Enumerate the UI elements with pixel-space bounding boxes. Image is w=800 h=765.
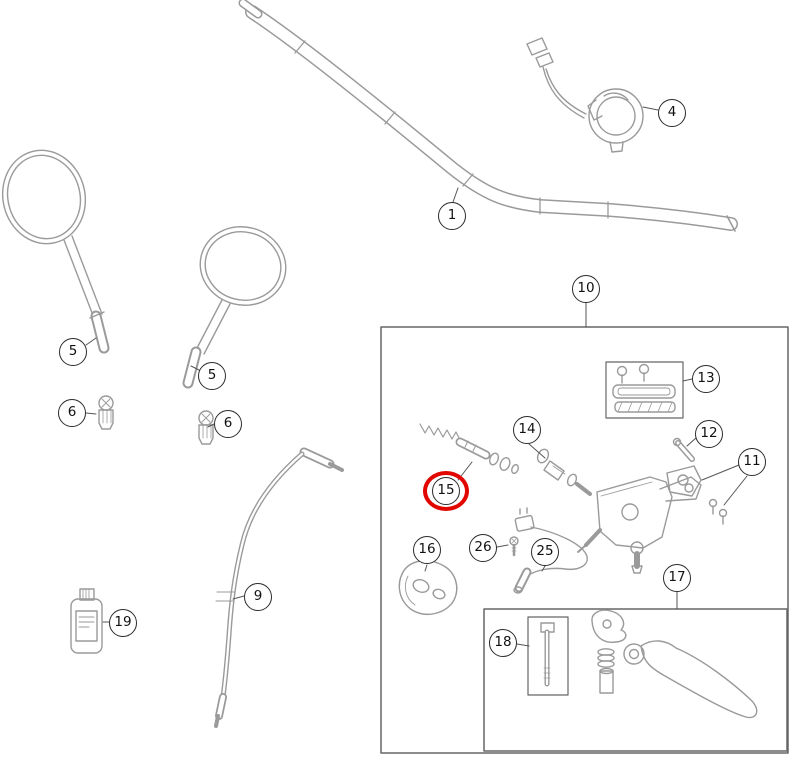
- handlebar-drawing: [238, 0, 738, 232]
- lever-blade-drawing: [623, 640, 758, 719]
- mount-nut-left-drawing: [98, 395, 114, 430]
- lever-pivot-parts-drawing: [591, 609, 627, 694]
- callout-5-right[interactable]: 5: [198, 362, 226, 390]
- micro-switch-drawing: [513, 507, 588, 594]
- oil-bottle-drawing: [70, 588, 103, 654]
- switch-assembly-drawing: [526, 37, 644, 153]
- callout-10[interactable]: 10: [572, 275, 600, 303]
- clutch-cable-drawing: [214, 447, 344, 728]
- master-cylinder-body-drawing: [577, 476, 702, 574]
- master-piston-spring-drawing: [419, 423, 519, 475]
- assembly-box: [380, 326, 789, 754]
- callout-25[interactable]: 25: [531, 538, 559, 566]
- reservoir-cap-kit-drawing: [605, 361, 684, 419]
- mirror-right-drawing: [182, 226, 287, 389]
- callout-1[interactable]: 1: [438, 202, 466, 230]
- callout-4[interactable]: 4: [658, 99, 686, 127]
- clamp-drawing: [666, 465, 728, 525]
- callout-9[interactable]: 9: [244, 583, 272, 611]
- callout-5-left[interactable]: 5: [59, 338, 87, 366]
- callout-12[interactable]: 12: [695, 420, 723, 448]
- mirror-left-drawing: [1, 149, 110, 354]
- piston-seal-kit-drawing: [536, 448, 592, 496]
- mount-nut-right-drawing: [198, 410, 214, 445]
- callout-18[interactable]: 18: [489, 629, 517, 657]
- callout-17[interactable]: 17: [663, 564, 691, 592]
- lever-guard-drawing: [398, 560, 458, 615]
- callout-19[interactable]: 19: [109, 609, 137, 637]
- pin-drawing: [672, 437, 695, 462]
- callout-16[interactable]: 16: [413, 536, 441, 564]
- leader-lines: [85, 106, 748, 647]
- pivot-bolt-drawing: [527, 616, 569, 696]
- callout-26[interactable]: 26: [469, 534, 497, 562]
- screw-drawing: [509, 536, 519, 557]
- callout-11[interactable]: 11: [738, 448, 766, 476]
- callout-14[interactable]: 14: [513, 416, 541, 444]
- callout-6-right[interactable]: 6: [214, 410, 242, 438]
- lever-kit-box: [483, 608, 788, 752]
- callout-13[interactable]: 13: [692, 365, 720, 393]
- callout-15-highlighted[interactable]: 15: [423, 471, 469, 511]
- callout-6-left[interactable]: 6: [58, 399, 86, 427]
